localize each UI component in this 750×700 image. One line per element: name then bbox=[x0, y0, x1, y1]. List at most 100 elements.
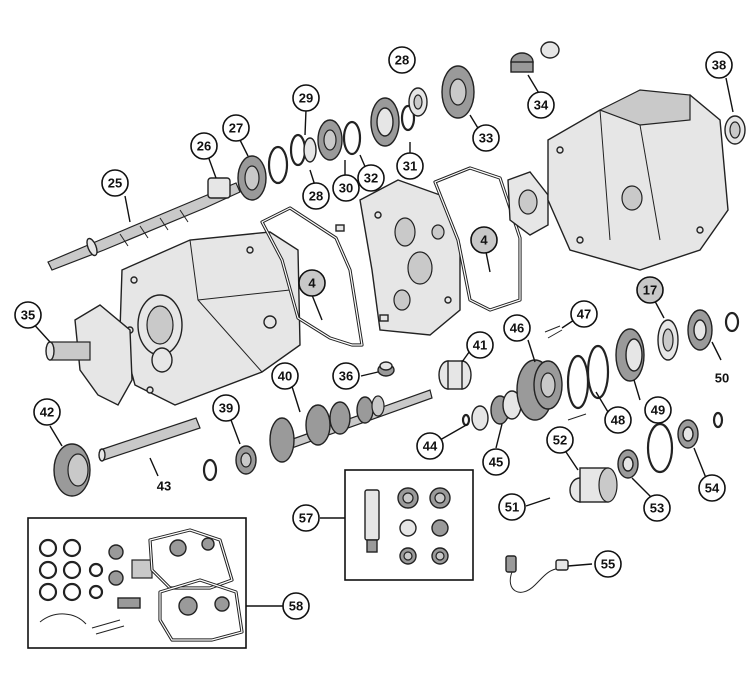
gear-33 bbox=[441, 65, 475, 119]
svg-text:30: 30 bbox=[339, 181, 353, 196]
rear-case bbox=[547, 89, 729, 271]
svg-text:52: 52 bbox=[553, 433, 567, 448]
callout-4-right: 4 bbox=[470, 226, 498, 254]
gear-50 bbox=[687, 309, 740, 351]
callout-49: 49 bbox=[644, 396, 672, 424]
main-shaft bbox=[47, 182, 241, 271]
callout-42: 42 bbox=[33, 398, 61, 426]
bearing-retainer-35 bbox=[45, 304, 133, 406]
callout-57: 57 bbox=[292, 504, 320, 532]
bearing-41 bbox=[438, 360, 472, 390]
synchro-30 bbox=[317, 119, 343, 161]
svg-text:54: 54 bbox=[705, 481, 720, 496]
callout-47: 47 bbox=[570, 300, 598, 328]
svg-text:29: 29 bbox=[299, 91, 313, 106]
svg-text:33: 33 bbox=[479, 131, 493, 146]
gasket-right bbox=[433, 166, 522, 312]
callout-55: 55 bbox=[594, 550, 622, 578]
svg-text:55: 55 bbox=[601, 557, 615, 572]
callout-30: 30 bbox=[332, 174, 360, 202]
svg-text:41: 41 bbox=[473, 338, 487, 353]
gear-42 bbox=[53, 443, 91, 497]
svg-text:25: 25 bbox=[108, 176, 122, 191]
gear-46 bbox=[516, 359, 563, 421]
key-47 bbox=[544, 325, 563, 339]
intermediate-plate bbox=[359, 179, 461, 336]
rings-28-29 bbox=[267, 133, 317, 185]
callout-35: 35 bbox=[14, 301, 42, 329]
callout-34: 34 bbox=[527, 91, 555, 119]
speed-sensor-55 bbox=[505, 555, 569, 593]
svg-text:45: 45 bbox=[489, 455, 503, 470]
svg-text:27: 27 bbox=[229, 121, 243, 136]
svg-text:48: 48 bbox=[611, 413, 625, 428]
svg-text:49: 49 bbox=[651, 403, 665, 418]
ring-17 bbox=[657, 319, 679, 361]
svg-text:58: 58 bbox=[289, 599, 303, 614]
rear-plate-gasket bbox=[507, 171, 549, 236]
callout-27: 27 bbox=[222, 114, 250, 142]
washer-ring bbox=[646, 422, 674, 474]
svg-text:4: 4 bbox=[480, 233, 488, 248]
svg-text:51: 51 bbox=[505, 500, 519, 515]
callout-17: 17 bbox=[636, 276, 664, 304]
svg-text:32: 32 bbox=[364, 171, 378, 186]
callout-38: 38 bbox=[705, 51, 733, 79]
gear-27 bbox=[237, 155, 267, 201]
svg-text:17: 17 bbox=[643, 283, 657, 298]
callout-28-b: 28 bbox=[388, 46, 416, 74]
svg-text:26: 26 bbox=[197, 139, 211, 154]
gasket-left bbox=[260, 206, 364, 347]
seal-ring bbox=[724, 115, 746, 145]
bearing-39 bbox=[202, 445, 257, 482]
front-case bbox=[119, 231, 301, 406]
svg-text:42: 42 bbox=[40, 405, 54, 420]
svg-text:44: 44 bbox=[423, 439, 438, 454]
svg-text:57: 57 bbox=[299, 511, 313, 526]
countershaft-43 bbox=[98, 417, 201, 462]
gear-54 bbox=[677, 411, 724, 449]
svg-text:38: 38 bbox=[712, 58, 726, 73]
svg-text:47: 47 bbox=[577, 307, 591, 322]
callout-51: 51 bbox=[498, 493, 526, 521]
bearing-31 bbox=[370, 97, 416, 147]
callout-41: 41 bbox=[466, 331, 494, 359]
bearing-26 bbox=[207, 177, 231, 199]
bushing-52 bbox=[567, 413, 618, 503]
callout-4-left: 4 bbox=[298, 269, 326, 297]
kit-box-58 bbox=[27, 517, 247, 649]
label-43: 43 bbox=[157, 479, 171, 494]
callout-58: 58 bbox=[282, 592, 310, 620]
thrust-washer-44 bbox=[461, 405, 489, 431]
callout-25: 25 bbox=[101, 169, 129, 197]
kit-box-57 bbox=[344, 469, 474, 581]
cluster-gear-40 bbox=[269, 389, 433, 463]
callout-53: 53 bbox=[643, 494, 671, 522]
svg-text:36: 36 bbox=[339, 369, 353, 384]
bushing-34 bbox=[510, 41, 560, 73]
callout-52: 52 bbox=[546, 426, 574, 454]
callout-45: 45 bbox=[482, 448, 510, 476]
svg-text:35: 35 bbox=[21, 308, 35, 323]
svg-text:4: 4 bbox=[308, 276, 316, 291]
callout-32: 32 bbox=[357, 164, 385, 192]
callout-29: 29 bbox=[292, 84, 320, 112]
svg-text:46: 46 bbox=[510, 321, 524, 336]
callout-44: 44 bbox=[416, 432, 444, 460]
drain-plug-36 bbox=[377, 361, 395, 377]
callout-28-a: 28 bbox=[302, 182, 330, 210]
svg-text:39: 39 bbox=[219, 401, 233, 416]
callout-26: 26 bbox=[190, 132, 218, 160]
callout-46: 46 bbox=[503, 314, 531, 342]
dowel-pins bbox=[335, 224, 389, 322]
svg-text:28: 28 bbox=[395, 53, 409, 68]
snap-ring-32 bbox=[342, 120, 362, 156]
label-50: 50 bbox=[715, 371, 729, 386]
svg-text:34: 34 bbox=[534, 98, 549, 113]
synchro-hub-49 bbox=[615, 328, 645, 382]
svg-text:28: 28 bbox=[309, 189, 323, 204]
callout-31: 31 bbox=[396, 152, 424, 180]
callout-36: 36 bbox=[332, 362, 360, 390]
